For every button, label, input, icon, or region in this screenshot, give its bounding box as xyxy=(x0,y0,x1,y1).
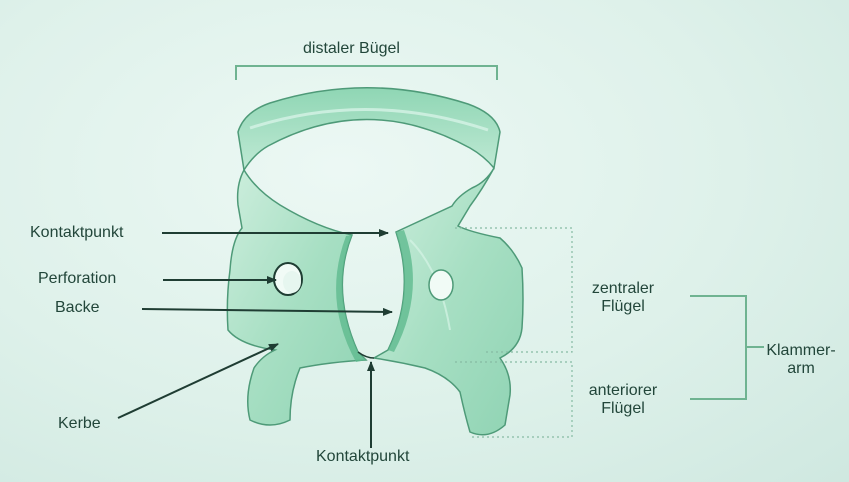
label-notch: Kerbe xyxy=(58,415,101,433)
perforation-hole-right xyxy=(429,270,453,300)
distal-bow-bracket xyxy=(236,66,497,80)
label-clamp-arm: Klammer- arm xyxy=(758,342,844,378)
clamp-left-wing xyxy=(227,170,366,425)
label-central-wing-line2: Flügel xyxy=(574,298,672,316)
label-anterior-wing-line1: anteriorer xyxy=(574,382,672,400)
clamp-arm-bracket xyxy=(690,296,764,399)
label-anterior-wing-line2: Flügel xyxy=(574,400,672,418)
label-clamp-arm-line1: Klammer- xyxy=(758,342,844,360)
label-anterior-wing: anteriorer Flügel xyxy=(574,382,672,418)
label-contact-point-left: Kontaktpunkt xyxy=(30,224,123,242)
label-central-wing-line1: zentraler xyxy=(574,280,672,298)
clamp-right-wing xyxy=(374,168,523,435)
distal-bow-shape xyxy=(238,88,500,170)
label-central-wing: zentraler Flügel xyxy=(574,280,672,316)
label-clamp-arm-line2: arm xyxy=(758,360,844,378)
label-distal-bow: distaler Bügel xyxy=(303,40,400,58)
label-jaw: Backe xyxy=(55,299,99,317)
label-contact-point-bottom: Kontaktpunkt xyxy=(316,448,409,466)
label-perforation: Perforation xyxy=(38,270,116,288)
